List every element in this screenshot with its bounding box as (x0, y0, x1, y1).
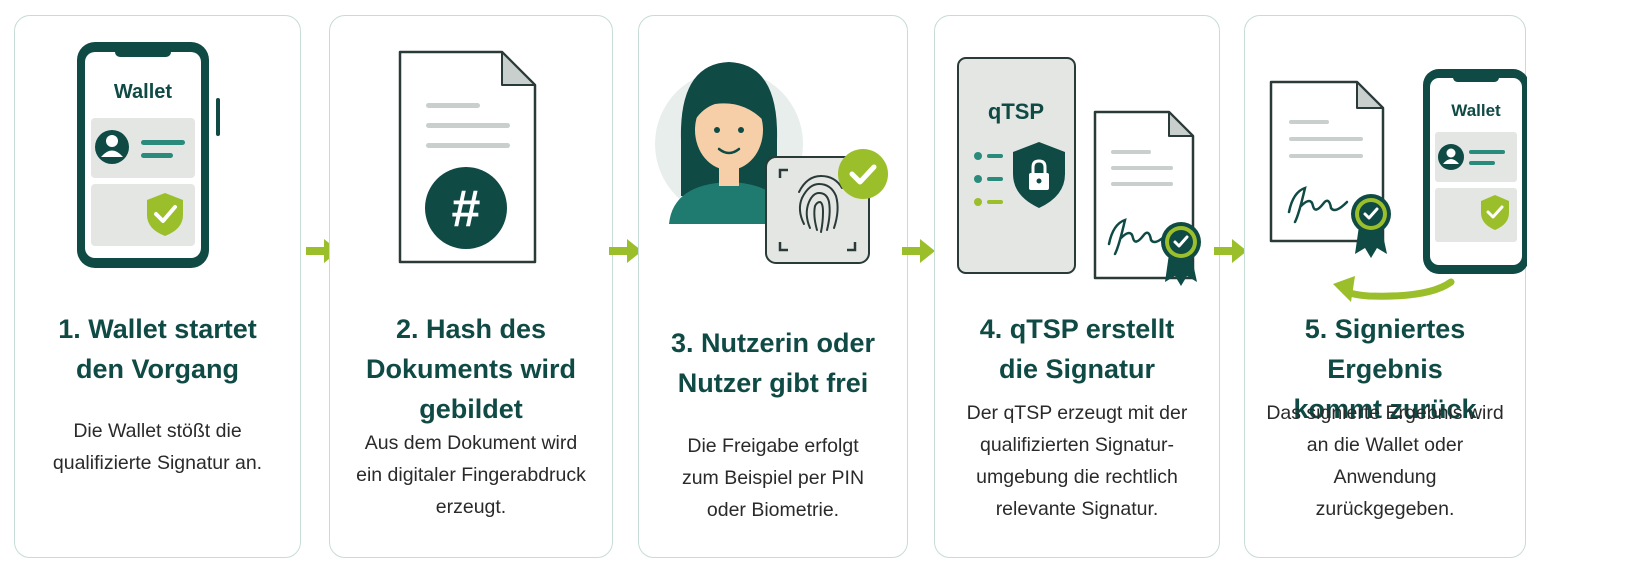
shield-check-icon (1481, 195, 1509, 230)
result-return-illustration: Wallet (1269, 69, 1527, 302)
wallet-phone-illustration: Wallet (77, 42, 220, 268)
step-1-description: Die Wallet stößt die qualifizierte Signa… (52, 420, 263, 474)
arrow-right-icon (902, 239, 935, 263)
phone-label: Wallet (114, 81, 172, 103)
document-hash-illustration: # (398, 50, 537, 264)
fingerprint-icon (798, 174, 843, 233)
step-1-title: 1. Wallet startet den Vorgang (58, 314, 257, 384)
step-3-description: Die Freigabe erfolgt zum Beispiel per PI… (681, 435, 865, 521)
signature-icon (1287, 186, 1349, 224)
shield-check-icon (147, 193, 183, 236)
signature-icon (1107, 218, 1169, 256)
step-card-1: Wallet 1. Wallet startet den Vorgang Die… (14, 15, 301, 558)
hash-icon (425, 167, 507, 249)
arrow-right-icon (1214, 239, 1247, 263)
user-approval-illustration (655, 62, 888, 264)
svg-text:qTSP: qTSP (988, 99, 1044, 124)
phone-label: Wallet (1451, 101, 1501, 120)
step-5-description: Das signierte Ergebnis wird an die Walle… (1266, 402, 1504, 520)
step-5-title: 5. Signiertes Ergebnis kommt zurück (1293, 314, 1477, 424)
qtsp-signing-illustration: qTSP (957, 57, 1201, 286)
return-arrow-icon (1333, 276, 1455, 302)
step-4-description: Der qTSP erzeugt mit der qualifizierten … (966, 402, 1188, 520)
step-3-title: 3. Nutzerin oder Nutzer gibt frei (670, 328, 876, 398)
arrow-right-icon (609, 239, 642, 263)
svg-text:#: # (452, 180, 481, 238)
seal-badge-icon (1161, 222, 1201, 286)
step-2-description: Aus dem Dokument wird ein digitaler Fing… (356, 432, 586, 518)
check-circle-icon (838, 149, 888, 199)
step-card-4: qTSP 4. qTSP erstellt die Signatur Der (934, 15, 1220, 558)
woman-avatar-icon (669, 62, 789, 224)
step-2-title: 2. Hash des Dokuments wird gebildet (365, 314, 577, 424)
step-4-title: 4. qTSP erstellt die Signatur (979, 314, 1175, 384)
step-card-5: Wallet 5. Signiertes Ergebnis kommt zurü… (1244, 15, 1527, 558)
step-card-3: 3. Nutzerin oder Nutzer gibt frei Die Fr… (638, 15, 908, 558)
step-card-2: # 2. Hash des Dokuments wird gebildet Au… (329, 15, 613, 558)
seal-badge-icon (1351, 194, 1391, 258)
